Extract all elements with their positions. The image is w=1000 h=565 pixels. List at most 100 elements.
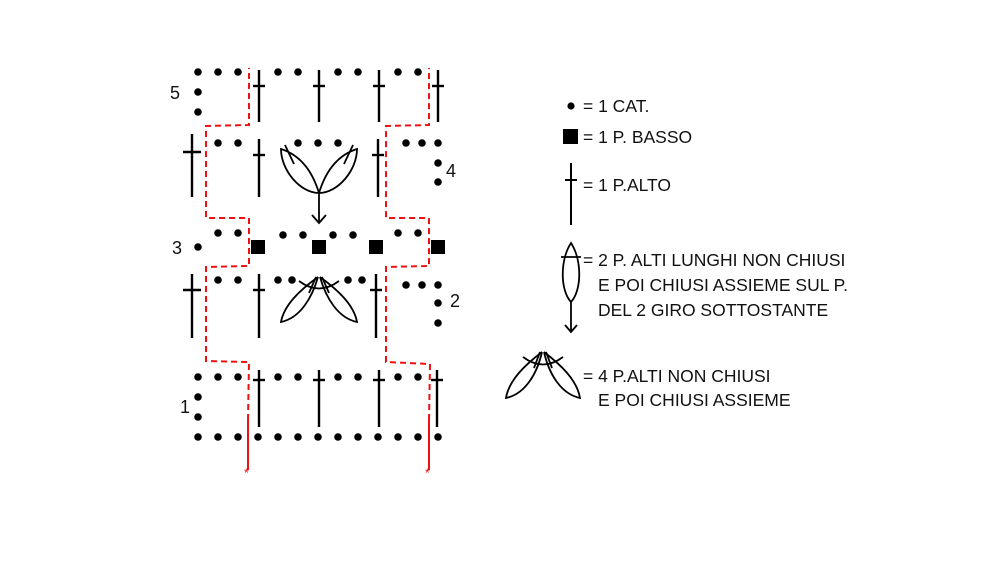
- chain-dot: [214, 139, 222, 147]
- chain-dot: [314, 433, 322, 441]
- chain-dot: [418, 281, 426, 289]
- chain-dot: [414, 68, 422, 76]
- chain-dot: [354, 433, 362, 441]
- double-crochet: [313, 70, 325, 122]
- double-crochet: [253, 139, 265, 197]
- double-crochet: [432, 70, 444, 122]
- single-crochet-stitches: [251, 240, 445, 254]
- chain-dot: [434, 159, 442, 167]
- chain-dot: [234, 229, 242, 237]
- chain-dot: [279, 231, 287, 239]
- legend-long-cluster-line2: E POI CHIUSI ASSIEME SUL P.: [598, 275, 848, 295]
- chain-dot: [344, 276, 352, 284]
- chain-dot: [294, 139, 302, 147]
- chain-dot: [334, 433, 342, 441]
- double-crochet: [373, 370, 385, 427]
- chain-dot: [294, 68, 302, 76]
- chain-dot: [274, 433, 282, 441]
- legend: = 1 CAT. = 1 P. BASSO = 1 P.ALTO = 2 P. …: [504, 96, 848, 410]
- chain-dot: [194, 433, 202, 441]
- double-crochet: [370, 274, 382, 338]
- chain-dot: [349, 231, 357, 239]
- row-number-4: 4: [446, 161, 456, 181]
- legend-long-cluster-line3: DEL 2 GIRO SOTTOSTANTE: [598, 300, 828, 320]
- chain-dot: [214, 276, 222, 284]
- double-crochet: [253, 370, 265, 427]
- chain-dot: [288, 276, 296, 284]
- row-number-2: 2: [450, 291, 460, 311]
- chain-dot: [394, 373, 402, 381]
- chain-dot: [194, 373, 202, 381]
- row-number-1: 1: [180, 397, 190, 417]
- chain-dot: [434, 281, 442, 289]
- chain-dot: [234, 433, 242, 441]
- chain-dot: [234, 139, 242, 147]
- start-mark-right: *: [425, 466, 430, 480]
- double-crochet: [313, 370, 325, 427]
- double-crochet-icon: [565, 163, 577, 225]
- row-number-3: 3: [172, 238, 182, 258]
- double-crochet-stitches: [183, 70, 444, 427]
- double-crochet: [183, 134, 201, 197]
- chain-dot: [358, 276, 366, 284]
- repeat-lines: [205, 68, 432, 470]
- chain-dot: [274, 68, 282, 76]
- chain-dot: [194, 108, 202, 116]
- chain-dot: [434, 319, 442, 327]
- chain-dot-icon: [567, 102, 575, 110]
- chain-dot: [214, 373, 222, 381]
- double-crochet: [372, 139, 384, 197]
- chain-dot: [334, 139, 342, 147]
- chain-dot: [234, 276, 242, 284]
- chain-dot: [434, 139, 442, 147]
- double-crochet: [373, 70, 385, 122]
- chain-stitches: [194, 68, 442, 441]
- chain-dot: [294, 373, 302, 381]
- chain-dot: [354, 68, 362, 76]
- chain-dot: [334, 373, 342, 381]
- chain-dot: [194, 243, 202, 251]
- chain-dot: [314, 139, 322, 147]
- chain-dot: [194, 413, 202, 421]
- double-crochet: [183, 274, 201, 338]
- legend-long-cluster-line1: = 2 P. ALTI LUNGHI NON CHIUSI: [583, 250, 845, 270]
- legend-four-cluster-line2: E POI CHIUSI ASSIEME: [598, 390, 791, 410]
- double-crochet: [253, 70, 265, 122]
- chain-dot: [418, 139, 426, 147]
- chain-dot: [414, 229, 422, 237]
- chain-dot: [274, 276, 282, 284]
- chain-dot: [394, 68, 402, 76]
- four-cluster-row2: [279, 276, 359, 324]
- chain-dot: [294, 433, 302, 441]
- legend-chain: = 1 CAT.: [583, 96, 649, 116]
- chain-dot: [194, 393, 202, 401]
- single-crochet: [431, 240, 445, 254]
- single-crochet: [369, 240, 383, 254]
- chain-dot: [214, 68, 222, 76]
- chain-dot: [414, 433, 422, 441]
- chain-dot: [329, 231, 337, 239]
- double-crochet: [253, 274, 265, 338]
- chain-dot: [299, 231, 307, 239]
- chain-dot: [214, 433, 222, 441]
- chain-dot: [334, 68, 342, 76]
- chain-dot: [434, 178, 442, 186]
- chain-dot: [234, 373, 242, 381]
- legend-four-cluster-line1: = 4 P.ALTI NON CHIUSI: [583, 366, 771, 386]
- four-double-crochet-cluster-icon: [504, 351, 582, 400]
- chain-dot: [274, 373, 282, 381]
- chain-dot: [214, 229, 222, 237]
- chain-dot: [394, 433, 402, 441]
- chain-dot: [414, 373, 422, 381]
- row-number-5: 5: [170, 83, 180, 103]
- double-crochet: [431, 370, 443, 427]
- chain-dot: [434, 433, 442, 441]
- chain-dot: [402, 139, 410, 147]
- start-mark-left: *: [244, 466, 249, 480]
- chain-dot: [194, 68, 202, 76]
- chain-dot: [254, 433, 262, 441]
- chain-dot: [194, 88, 202, 96]
- single-crochet-square-icon: [563, 129, 578, 144]
